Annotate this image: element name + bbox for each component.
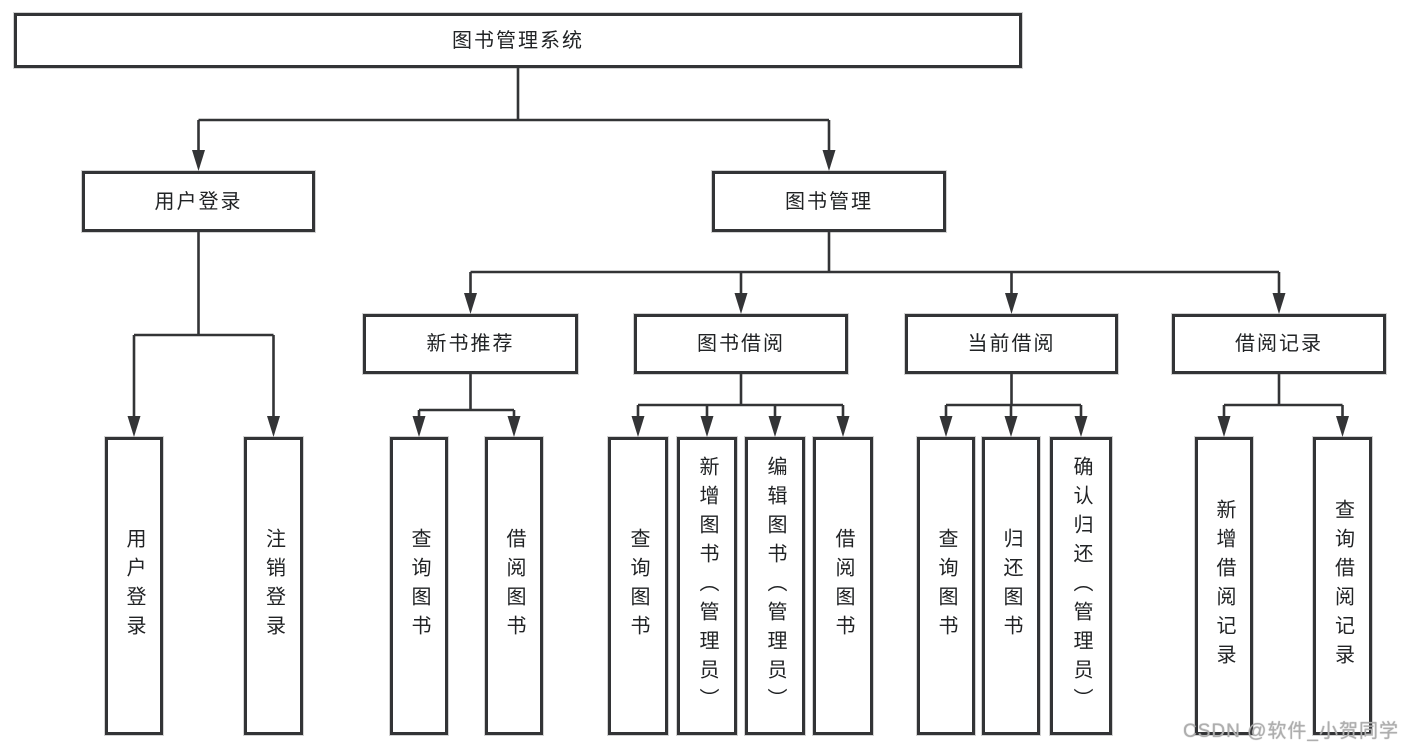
watermark: CSDN @软件_小贺同学 — [1183, 721, 1399, 742]
node-label: 借阅图书 — [503, 528, 525, 644]
node-user-login-group: 用户登录 — [82, 171, 315, 232]
arrowhead-icon — [1005, 293, 1018, 314]
node-bb-borrow-books: 借阅图书 — [813, 437, 873, 735]
arrowhead-icon — [768, 416, 782, 437]
node-label: 图书借阅 — [697, 333, 785, 355]
arrowhead-icon — [1336, 416, 1349, 437]
arrowhead-icon — [412, 416, 426, 437]
node-label: 用户登录 — [154, 190, 243, 213]
arrowhead-icon — [127, 416, 141, 437]
node-bb-query-books: 查询图书 — [608, 437, 668, 735]
arrowhead-icon — [939, 416, 953, 437]
node-br-query-record: 查询借阅记录 — [1313, 437, 1372, 735]
node-book-borrowing: 图书借阅 — [634, 314, 848, 374]
arrowhead-icon — [192, 150, 205, 171]
tree-branch-path — [132, 68, 1344, 420]
node-br-add-record: 新增借阅记录 — [1195, 437, 1253, 735]
node-label: 借阅图书 — [832, 528, 854, 644]
node-label: 查询图书 — [408, 528, 430, 644]
node-logout: 注销登录 — [244, 437, 303, 735]
arrowhead-icon — [1074, 416, 1088, 437]
node-current-borrowing: 当前借阅 — [905, 314, 1118, 374]
arrowhead-icon — [631, 416, 645, 437]
node-cb-return-books: 归还图书 — [982, 437, 1040, 735]
arrowhead-icon — [1004, 416, 1018, 437]
node-cb-query-books: 查询图书 — [917, 437, 975, 735]
node-label: 图书管理系统 — [452, 29, 584, 52]
node-label: 当前借阅 — [967, 333, 1056, 355]
arrowhead-icon — [267, 416, 280, 437]
arrowhead-icon — [836, 416, 850, 437]
arrowhead-icon — [464, 293, 477, 314]
node-book-management: 图书管理 — [712, 171, 946, 232]
arrowhead-icon — [734, 293, 748, 314]
node-label: 新增借阅记录 — [1213, 499, 1235, 673]
node-borrowing-records: 借阅记录 — [1172, 314, 1386, 374]
arrowhead-icon — [1217, 416, 1231, 437]
node-nb-borrow-books: 借阅图书 — [485, 437, 543, 735]
node-label: 借阅记录 — [1235, 333, 1323, 355]
node-label: 确认归还（管理员） — [1070, 455, 1092, 717]
node-label: 新书推荐 — [426, 333, 515, 355]
node-bb-edit-books: 编辑图书（管理员） — [745, 437, 805, 735]
arrowhead-icon — [822, 150, 836, 171]
arrowhead-icon — [1272, 293, 1286, 314]
node-label: 图书管理 — [785, 190, 873, 213]
node-new-book-recommend: 新书推荐 — [363, 314, 578, 374]
node-bb-add-books: 新增图书（管理员） — [677, 437, 737, 735]
node-label: 新增图书（管理员） — [696, 455, 718, 717]
node-cb-confirm-return: 确认归还（管理员） — [1050, 437, 1112, 735]
node-user-login: 用户登录 — [105, 437, 163, 735]
node-label: 查询图书 — [627, 528, 649, 644]
node-label: 查询借阅记录 — [1331, 499, 1354, 673]
node-label: 归还图书 — [1000, 528, 1022, 644]
arrowhead-icon — [507, 416, 521, 437]
node-label: 编辑图书（管理员） — [764, 455, 786, 717]
node-label: 注销登录 — [262, 528, 285, 644]
node-label: 查询图书 — [935, 528, 957, 644]
arrowhead-icon — [700, 416, 714, 437]
node-nb-query-books: 查询图书 — [390, 437, 448, 735]
node-label: 用户登录 — [123, 528, 145, 644]
node-root: 图书管理系统 — [14, 13, 1022, 68]
